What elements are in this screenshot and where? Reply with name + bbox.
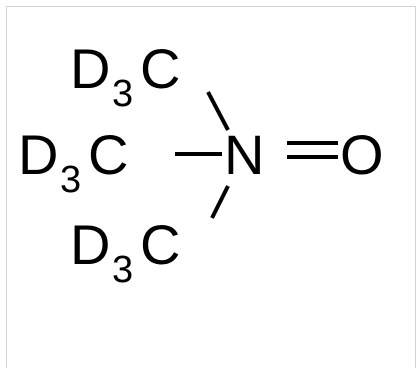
frame-border [6,6,416,368]
carbon-label: C [140,213,180,276]
carbon-label: C [88,123,128,186]
subscript-count: 3 [112,73,133,115]
methyl-group-bottom: D 3 C [70,213,180,291]
deuterium-label: D [70,37,110,100]
bond-bottom-methyl-to-nitrogen [210,185,230,219]
bond-top-methyl-to-nitrogen [206,91,230,131]
carbon-label: C [140,37,180,100]
subscript-count: 3 [60,159,81,201]
nitrogen-label: N [224,123,264,186]
methyl-group-top: D 3 C [70,37,180,115]
deuterium-label: D [70,213,110,276]
subscript-count: 3 [112,249,133,291]
methyl-group-middle: D 3 C [18,123,128,201]
oxygen-label: O [340,123,384,186]
deuterium-label: D [18,123,58,186]
